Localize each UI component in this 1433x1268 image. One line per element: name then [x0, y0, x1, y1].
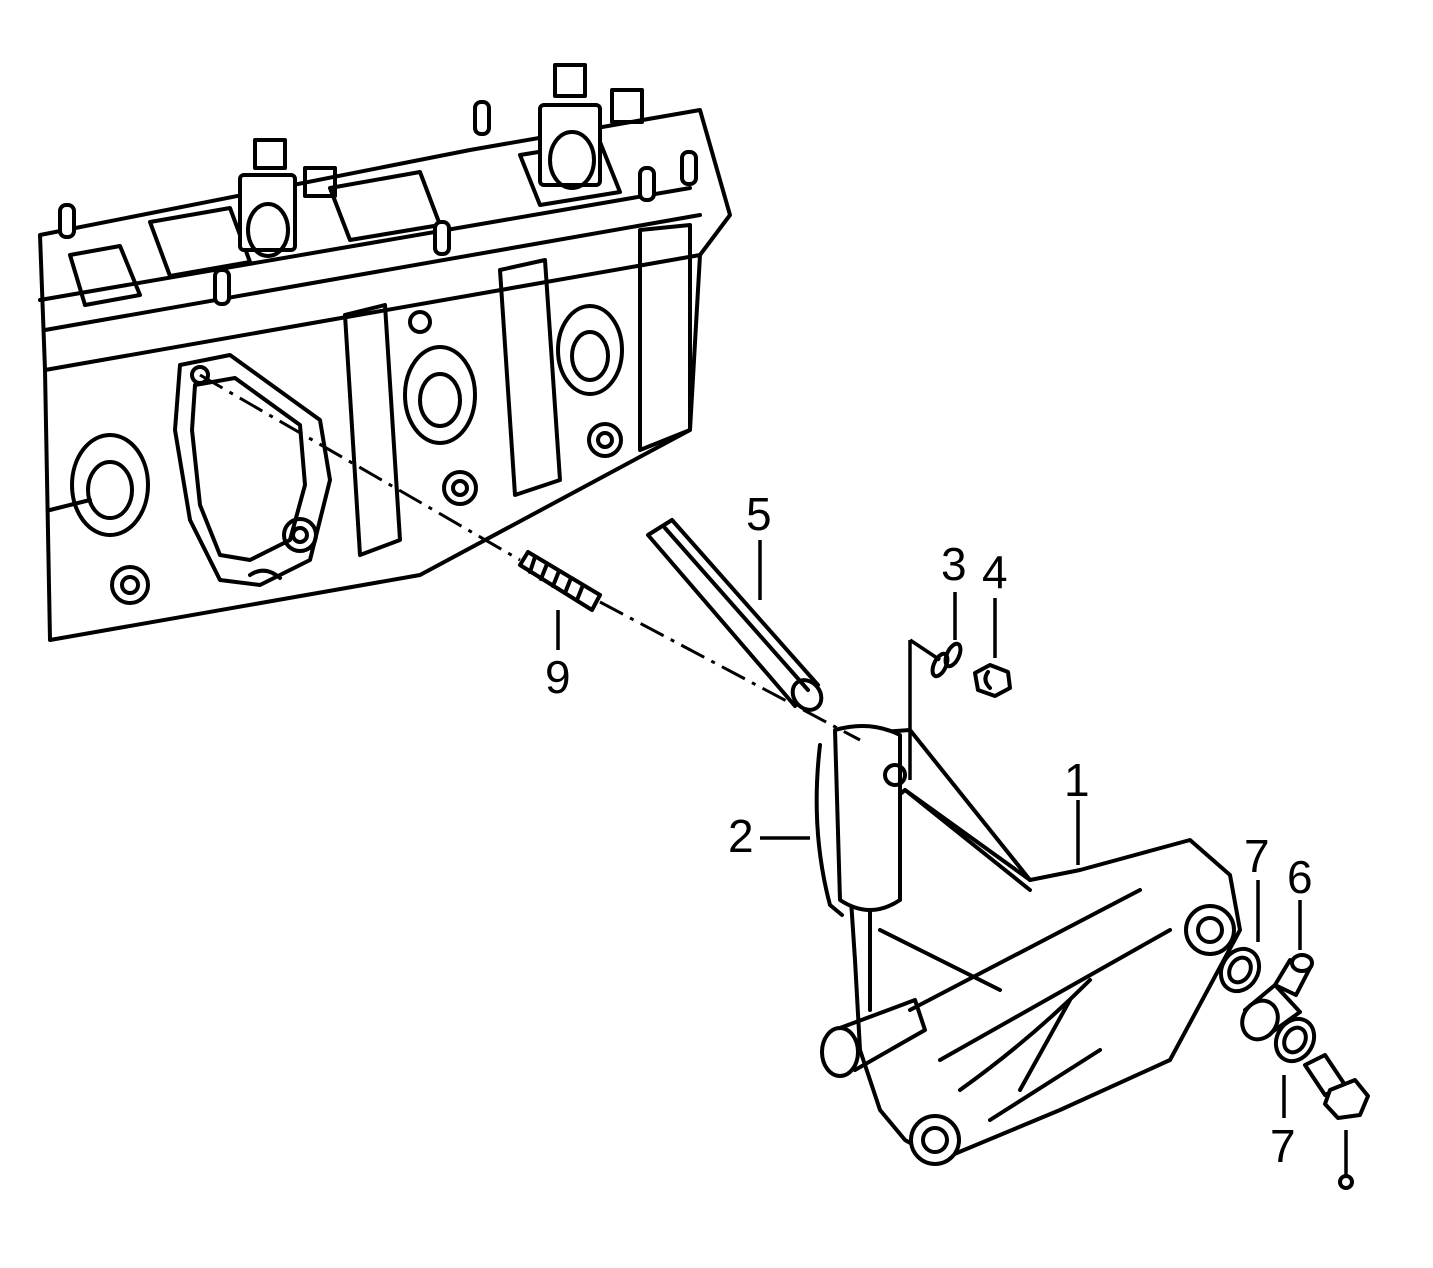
callout-3: 3	[941, 538, 967, 590]
cylinder-head	[38, 63, 732, 642]
callout-leaders	[556, 540, 1302, 1118]
vacuum-pump-body	[814, 724, 1242, 1166]
hollow-bolt	[1303, 1053, 1370, 1120]
assembly-centerlines	[199, 373, 1354, 1190]
drive-shaft-part-5	[646, 518, 824, 712]
seal-ring-part-7-upper	[1218, 946, 1262, 994]
hex-nut-part-4	[973, 663, 1012, 698]
callout-4: 4	[982, 546, 1008, 598]
seal-ring-part-7-lower	[1273, 1016, 1317, 1064]
callout-7-lower: 7	[1270, 1120, 1296, 1172]
callout-5: 5	[746, 488, 772, 540]
callout-2: 2	[728, 810, 754, 862]
connector-part-6	[1273, 953, 1314, 997]
callout-labels: 1 2 3 4 5 6 7 7 9	[545, 488, 1313, 1172]
callout-7-upper: 7	[1244, 830, 1270, 882]
callout-1: 1	[1064, 754, 1090, 806]
spring-washer-part-3	[930, 641, 963, 679]
stud-part-9	[518, 550, 602, 612]
banjo-fitting	[1240, 983, 1302, 1042]
callout-9: 9	[545, 651, 571, 703]
callout-6: 6	[1287, 851, 1313, 903]
